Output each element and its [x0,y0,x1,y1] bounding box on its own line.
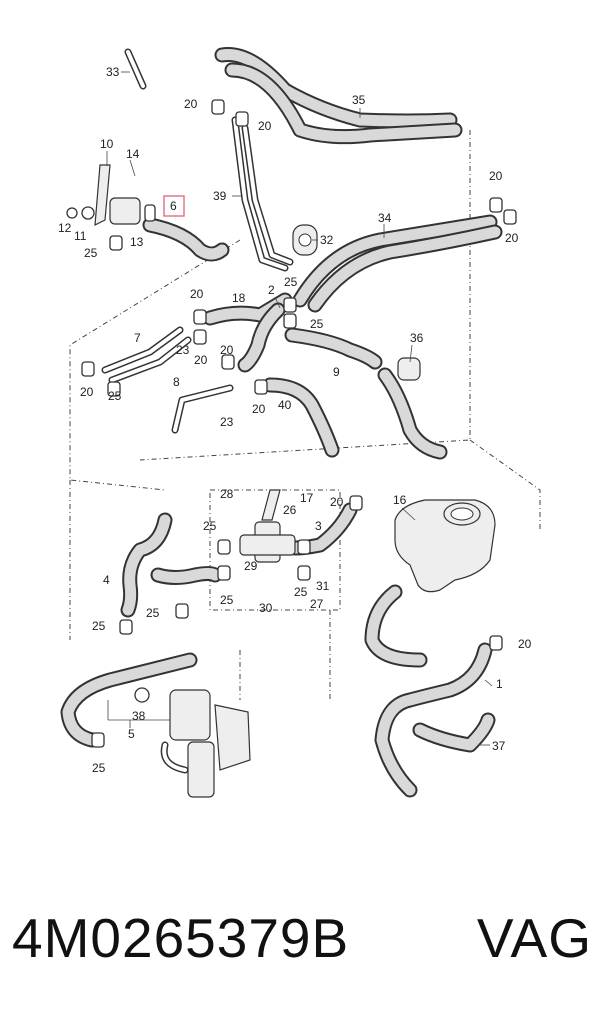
callout-20: 20 [330,495,344,509]
callout-17: 17 [300,491,314,505]
leader-lines [106,71,493,746]
callout-40: 40 [278,398,292,412]
callout-20: 20 [258,119,272,133]
callout-20: 20 [518,637,532,651]
callout-25: 25 [284,275,298,289]
diagram-outline-frames [69,130,541,700]
callout-11: 11 [74,229,87,243]
callout-20: 20 [194,353,208,367]
part-number: 4M0265379B [12,907,350,969]
callout-numbers: 33 20 20 35 10 14 39 20 34 6 12 11 13 32… [58,65,532,775]
callout-35: 35 [352,93,366,107]
auxiliary-pump-assembly [160,689,251,798]
callout-20: 20 [184,97,198,111]
callout-25: 25 [92,619,106,633]
callout-25: 25 [84,246,98,260]
callout-9: 9 [333,365,340,379]
callout-20: 20 [489,169,503,183]
part-9-hose [284,327,383,370]
coolant-hose-diagram: 33 20 20 35 10 14 39 20 34 6 12 11 13 32… [58,46,541,798]
part-40-hose [262,377,340,458]
callout-8: 8 [173,375,180,389]
callout-39: 39 [213,189,227,203]
callout-36: 36 [410,331,424,345]
callout-25: 25 [294,585,308,599]
callout-2: 2 [268,283,275,297]
part-7-pipe [101,326,192,384]
callout-18: 18 [232,291,246,305]
callout-12: 12 [58,221,72,235]
callout-5: 5 [128,727,135,741]
part-4-hose [120,512,223,618]
callout-25: 25 [92,761,106,775]
part-39-pipe [231,116,294,272]
callout-33: 33 [106,65,120,79]
callout-10: 10 [100,137,114,151]
callout-25: 25 [310,317,324,331]
callout-20: 20 [80,385,94,399]
callout-25: 25 [146,606,160,620]
callout-14: 14 [126,147,140,161]
callout-29: 29 [244,559,258,573]
callout-20: 20 [190,287,204,301]
callout-6: 6 [170,199,177,213]
part-36-pipe [377,357,448,460]
callout-20: 20 [505,231,519,245]
highlight-box-part-6 [163,195,185,217]
part-5-hose [60,652,198,748]
part-34-hose [292,214,503,313]
callout-25: 25 [220,593,234,607]
callout-1: 1 [496,677,503,691]
callout-20: 20 [220,343,234,357]
part-37-connector-hose [412,712,496,753]
callout-26: 26 [283,503,297,517]
callout-13: 13 [130,235,144,249]
part-11-coolant-pump [66,197,141,225]
part-10-bracket [94,164,111,227]
callout-28: 28 [220,487,234,501]
callout-30: 30 [259,601,273,615]
part-38-clamp [134,687,150,703]
part-33-seal-strip [124,48,147,90]
callout-7: 7 [134,331,141,345]
callout-31: 31 [316,579,330,593]
part-35-hose [214,46,463,145]
part-26-valve-block [239,489,296,563]
callout-23: 23 [176,343,190,357]
part-6-hose [142,217,230,262]
callout-4: 4 [103,573,110,587]
callout-16: 16 [393,493,407,507]
callout-34: 34 [378,211,392,225]
brand-name: VAG [476,907,592,969]
callout-32: 32 [320,233,334,247]
part-32-grommet [292,224,318,256]
part-1-hose [364,584,493,798]
callout-3: 3 [315,519,322,533]
callout-20: 20 [252,402,266,416]
part-8-pipe [171,384,234,434]
callout-37: 37 [492,739,506,753]
part-caption: 4M0265379B VAG [12,898,592,978]
callout-38: 38 [132,709,146,723]
part-2-hose [237,302,286,373]
callout-25: 25 [203,519,217,533]
callout-25: 25 [108,389,122,403]
hose-clamps [81,99,517,748]
part-16-expansion-tank [394,499,496,593]
callout-27: 27 [310,597,324,611]
callout-23: 23 [220,415,234,429]
